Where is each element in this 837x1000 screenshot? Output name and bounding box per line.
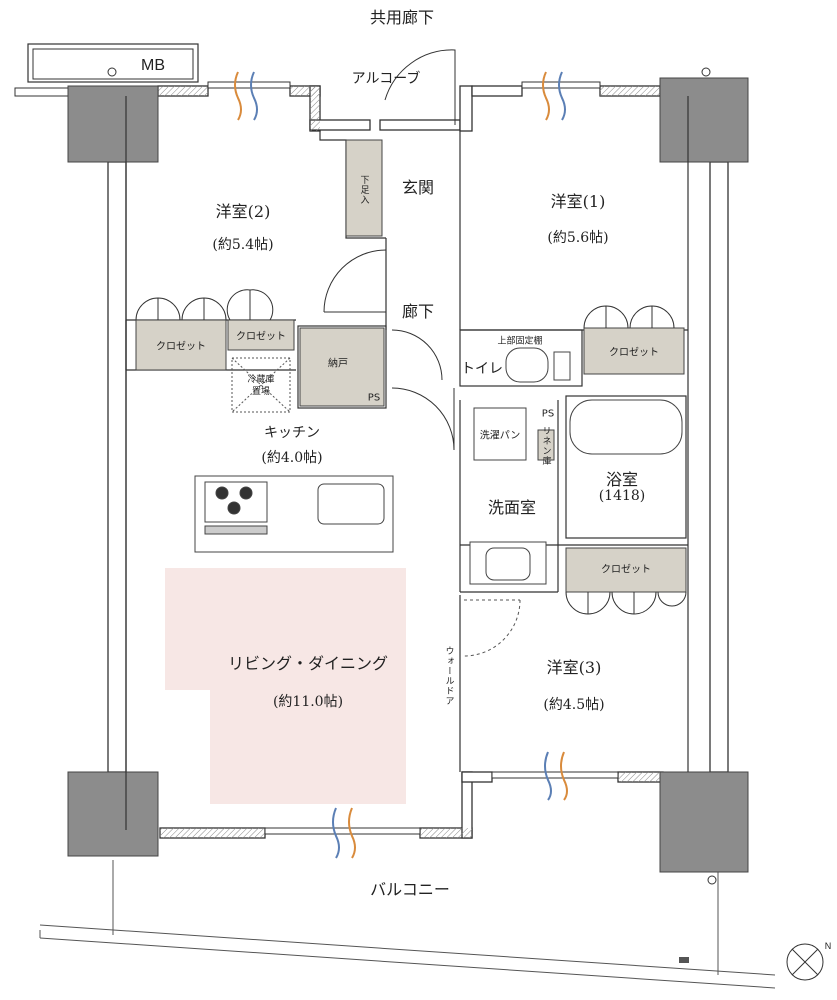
fridge-space [231, 357, 291, 413]
shoe-storage-label: 下足入 [358, 175, 369, 205]
washroom-label: 洗面室 [487, 498, 537, 517]
living-area [165, 568, 406, 804]
ps1-label: PS [367, 392, 381, 404]
kitchen-counter [194, 475, 394, 553]
wall-door-dashed [463, 599, 521, 657]
room1-name: 洋室(1) [550, 192, 606, 211]
common-corridor-label: 共用廊下 [369, 8, 435, 27]
hallway-label: 廊下 [401, 302, 435, 321]
living-size: (約11.0帖) [272, 694, 344, 710]
toilet-label: トイレ [461, 361, 503, 377]
wall-hatch [158, 86, 663, 838]
closet-doors [135, 289, 687, 615]
room1-size: (約5.6帖) [547, 230, 609, 246]
closet-label-c: クロゼット [609, 347, 659, 359]
mb-label: MB [141, 57, 165, 74]
living-name: リビング・ダイニング [227, 654, 389, 673]
fridge-label: 冷蔵庫 置場 [247, 375, 275, 397]
room2-name: 洋室(2) [215, 202, 271, 221]
closet-label-a: クロゼット [156, 341, 206, 353]
alcove-label: アルコーブ [351, 71, 421, 87]
drain-mark [679, 957, 689, 963]
mb-box [14, 43, 199, 97]
bath-name: 浴室 [605, 470, 639, 489]
kitchen-size: (約4.0帖) [261, 450, 323, 466]
room3-name: 洋室(3) [546, 658, 602, 677]
windows [207, 81, 619, 835]
compass-north-label: N [824, 941, 832, 951]
compass-icon [786, 943, 824, 981]
balcony-label: バルコニー [370, 880, 450, 899]
airflow-arrows [234, 71, 568, 859]
wall-door-label: ウォールドア [443, 646, 454, 706]
balcony-rail [39, 860, 776, 989]
closet-label-b: クロゼット [236, 331, 286, 343]
ps2-label: PS [541, 408, 555, 420]
storage-label: 納戸 [328, 358, 348, 370]
columns [67, 77, 749, 873]
fixtures [469, 347, 683, 585]
kitchen-name: キッチン [264, 425, 320, 441]
closet-fills [135, 139, 687, 593]
outer-walls [107, 85, 729, 839]
entrance-label: 玄関 [401, 178, 435, 197]
shelf-label: 上部固定棚 [497, 336, 543, 347]
closet-label-d: クロゼット [601, 564, 651, 576]
linen-label: リネン庫 [540, 426, 551, 466]
room2-size: (約5.4帖) [212, 237, 274, 253]
laundry-pan-label: 洗濯パン [479, 430, 521, 442]
room-doors [323, 49, 461, 451]
bath-size: (1418) [598, 488, 646, 504]
room3-size: (約4.5帖) [543, 697, 605, 713]
